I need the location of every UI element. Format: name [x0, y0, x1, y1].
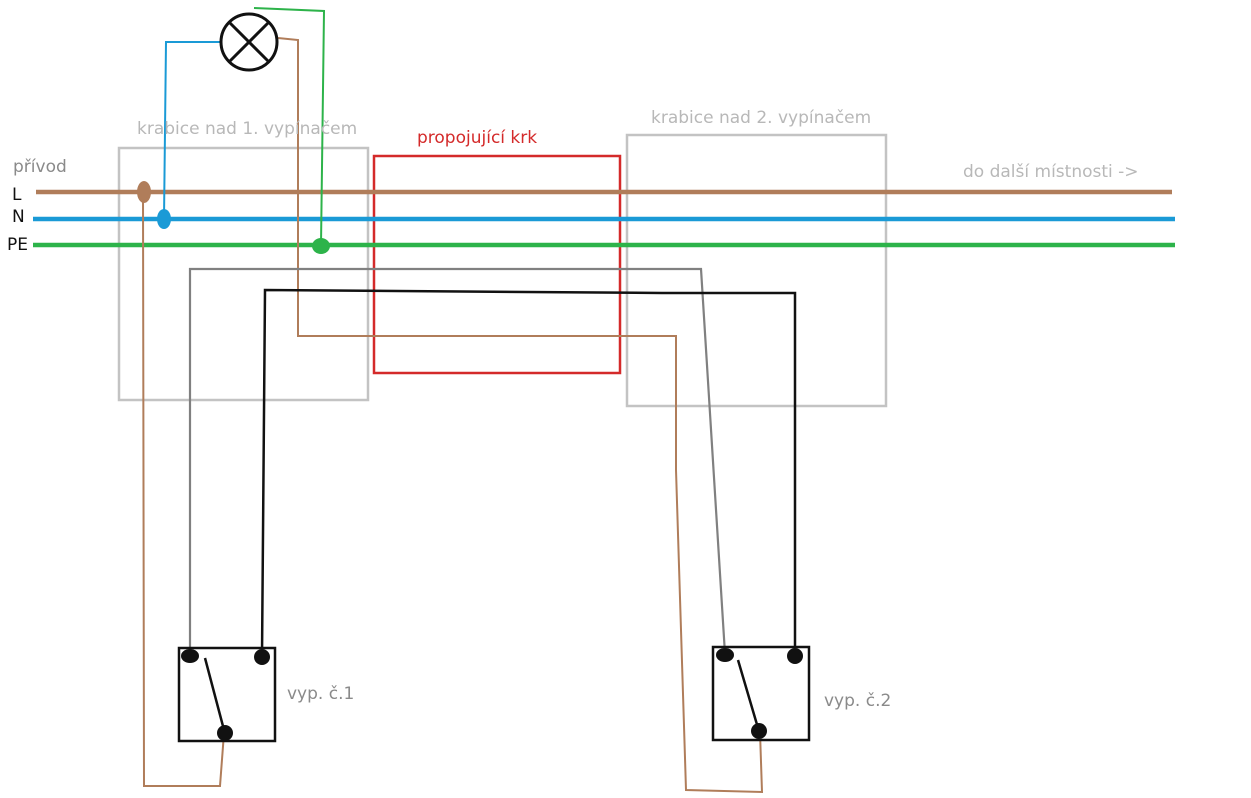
- junction-box-2: [625, 133, 888, 408]
- traveler-wire-black: [260, 288, 797, 657]
- earth-junction-dot: [312, 238, 330, 254]
- line-label-pe: PE: [7, 235, 28, 255]
- junction-box-1: [117, 146, 370, 402]
- lamp-neutral-wire: [163, 41, 222, 220]
- switch1-phase-feed: [142, 191, 225, 787]
- box1-label: krabice nad 1. vypínačem: [137, 119, 357, 139]
- switch-1[interactable]: [177, 646, 277, 743]
- switch2-terminal-gray: [716, 648, 734, 662]
- lamp-switched-phase-wire: [277, 37, 764, 794]
- supply-label: přívod: [13, 157, 67, 177]
- next-room-label: do další místnosti ->: [963, 162, 1139, 182]
- switch1-terminal-gray: [181, 649, 199, 663]
- lamp-earth-wire: [253, 7, 326, 246]
- switch2-terminal-black: [787, 648, 803, 664]
- traveler-wire-gray: [188, 267, 727, 656]
- line-label-n: N: [12, 207, 25, 227]
- neutral-junction-dot: [157, 209, 171, 229]
- switch2-label: vyp. č.2: [824, 691, 891, 711]
- box2-label: krabice nad 2. vypínačem: [651, 108, 871, 128]
- lamp-icon: [219, 12, 279, 72]
- switch2-terminal-common: [751, 723, 767, 739]
- switch1-terminal-common: [217, 725, 233, 741]
- neck-label: propojující krk: [417, 128, 537, 148]
- phase-junction-dot: [137, 181, 151, 203]
- line-label-l: L: [12, 185, 22, 205]
- switch1-terminal-black: [254, 649, 270, 665]
- switch-2[interactable]: [711, 645, 811, 742]
- switch1-label: vyp. č.1: [287, 684, 354, 704]
- connecting-neck: [372, 154, 622, 375]
